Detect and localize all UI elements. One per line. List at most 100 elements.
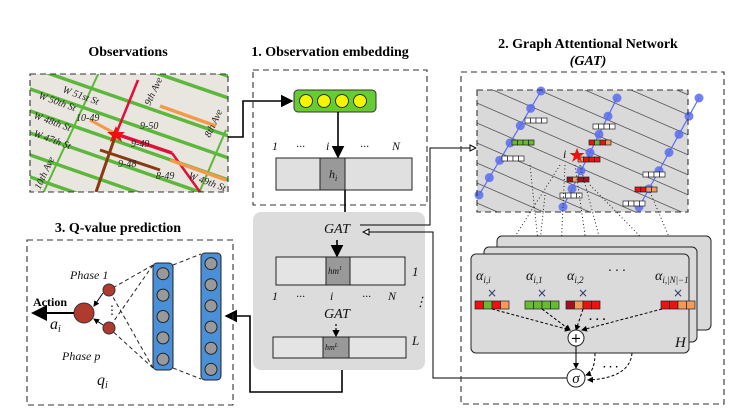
gat-layers-panel — [253, 212, 425, 370]
phase-last-label: Phase p — [61, 349, 100, 363]
vector-dots: · · · — [589, 314, 606, 326]
feature-cell — [576, 192, 583, 199]
activation-icon — [566, 368, 586, 388]
nn-neuron — [204, 278, 218, 292]
index-mid: i — [326, 139, 329, 153]
map-label: 10-49 — [76, 113, 99, 124]
phase-arrow — [93, 292, 104, 307]
feature-cell — [583, 176, 590, 183]
graph-edge — [583, 90, 688, 136]
nn-neuron — [156, 288, 170, 302]
graph-node — [515, 121, 525, 131]
phase-vdots: ⋮ — [106, 303, 118, 317]
feature-cell — [640, 186, 647, 193]
feature-cell — [541, 300, 551, 310]
graph-node — [536, 86, 546, 96]
node-i-label: i — [563, 147, 566, 161]
map-to-embedding-arrow — [228, 94, 294, 138]
feature-cell — [645, 186, 652, 193]
feature-cell — [541, 117, 548, 124]
hidden-state-label: hi — [329, 167, 337, 183]
action-node — [73, 302, 95, 324]
feature-cell — [603, 123, 610, 130]
feature-cell — [605, 139, 612, 146]
q-var: qi — [97, 372, 108, 391]
nn-layer — [200, 252, 222, 381]
gat-label: GAT — [324, 222, 351, 237]
index-first: 1 — [272, 289, 278, 303]
phase-node — [102, 283, 116, 297]
feature-cell — [507, 155, 514, 162]
feature-cell — [588, 139, 595, 146]
feature-cell — [577, 176, 584, 183]
feature-cell — [633, 200, 640, 207]
action-var: ai — [50, 316, 61, 335]
nn-connection — [172, 253, 202, 266]
nn-neuron — [204, 341, 218, 355]
map-label: 9-49 — [131, 139, 149, 150]
aggregate-arrow — [491, 308, 571, 332]
feature-cell — [518, 155, 525, 162]
layerL-cell — [322, 336, 350, 359]
hidden-state-cell — [319, 157, 346, 191]
graph-node — [474, 190, 484, 200]
map-label: 9-50 — [140, 121, 158, 132]
nn-neuron — [204, 362, 218, 376]
action-label: Action — [33, 295, 67, 309]
nn-connection — [108, 289, 154, 369]
nn-neuron — [156, 267, 170, 281]
attention-coefficient: αi,|N|−1 — [655, 269, 689, 285]
graph-edge — [629, 90, 688, 116]
feature-cell — [524, 117, 531, 124]
gat-to-q-arrow — [224, 309, 343, 393]
nn-neuron — [156, 331, 170, 345]
graph-node — [674, 129, 684, 139]
feature-cell — [566, 176, 573, 183]
index-dots: ··· — [360, 139, 369, 153]
feature-cell — [686, 300, 696, 310]
graph-edge — [537, 90, 688, 156]
nn-neuron — [204, 257, 218, 271]
feature-cell — [583, 156, 590, 163]
feature-cell — [659, 171, 666, 178]
feature-cell — [628, 200, 635, 207]
feature-cell — [535, 117, 542, 124]
feature-cell — [582, 300, 592, 310]
sigma-to-gat-arrow — [363, 232, 567, 379]
nn-neuron — [204, 299, 218, 313]
aggregate-arrow — [581, 308, 663, 332]
index-dots: ··· — [362, 289, 371, 303]
feature-cell — [528, 139, 535, 146]
graph-edge — [477, 182, 545, 212]
sum-symbol: + — [571, 332, 582, 347]
nn-connection — [172, 367, 202, 380]
graph-edge — [491, 90, 688, 176]
feature-cell — [599, 139, 606, 146]
feature-cell — [550, 300, 560, 310]
feature-cell — [639, 200, 646, 207]
feature-cell — [500, 300, 510, 310]
feature-cell — [591, 300, 601, 310]
head-dots: · · · — [603, 362, 619, 373]
index-mid: i — [330, 289, 333, 303]
feature-cell — [598, 123, 605, 130]
feature-cell — [677, 300, 687, 310]
multiply-icon: × — [537, 286, 547, 300]
attention-coefficient: αi,1 — [526, 269, 543, 285]
observations-title: Observations — [88, 45, 168, 60]
feature-cell — [634, 186, 641, 193]
target-node-star-icon — [569, 148, 585, 162]
map-label: 8-49 — [156, 171, 174, 182]
feature-cell — [669, 300, 679, 310]
attention-coefficient: αi,i — [476, 269, 491, 285]
feature-cell — [588, 156, 595, 163]
index-dots: ··· — [296, 139, 305, 153]
graph-node — [664, 148, 674, 157]
feature-cell — [660, 300, 670, 310]
feature-cell — [501, 155, 508, 162]
phase-first-label: Phase 1 — [69, 268, 108, 282]
feature-cell — [609, 123, 616, 130]
index-last: N — [387, 289, 397, 303]
connector — [587, 352, 633, 383]
